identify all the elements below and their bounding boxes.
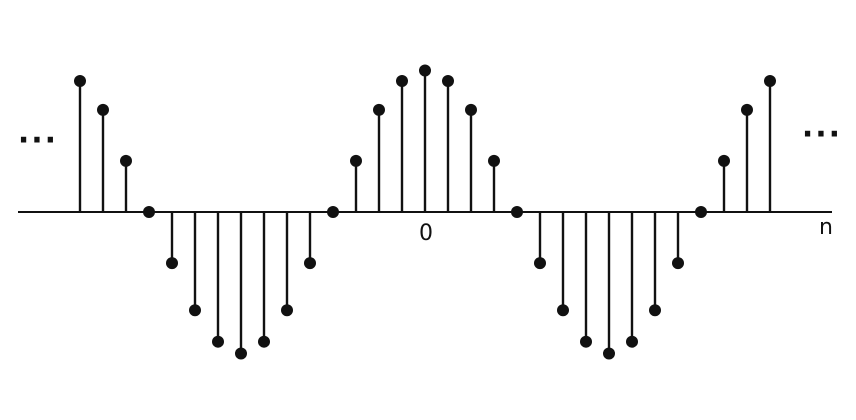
stem-point — [350, 154, 362, 167]
stem-point — [166, 257, 178, 270]
stem-point — [534, 257, 546, 270]
stem-point — [258, 335, 270, 348]
stem-point — [764, 75, 776, 87]
right-ellipsis: ··· — [802, 117, 842, 152]
stem-point — [442, 75, 454, 87]
stem-point — [327, 206, 339, 218]
stem-point — [419, 64, 431, 77]
stem-point — [281, 304, 293, 317]
stem-point — [212, 335, 224, 348]
stem-point — [74, 75, 86, 87]
left-ellipsis: ··· — [18, 123, 58, 158]
stem-point — [557, 304, 569, 317]
stem-point — [396, 75, 408, 87]
stem-point — [373, 103, 385, 116]
stem-point — [488, 154, 500, 167]
stem-point — [143, 206, 155, 218]
stem-point — [304, 257, 316, 270]
stem-point — [741, 103, 753, 116]
stem-point — [465, 103, 477, 116]
stem-point — [695, 206, 707, 218]
origin-label: 0 — [419, 221, 433, 246]
stem-point — [718, 154, 730, 167]
stem-point — [580, 335, 592, 348]
stem-point — [672, 257, 684, 270]
stem-point — [603, 347, 615, 360]
x-axis-label: n — [819, 215, 833, 240]
stem-point — [189, 304, 201, 317]
stem-point — [511, 206, 523, 218]
stem-series — [74, 64, 776, 360]
stem-point — [97, 103, 109, 116]
stem-point — [649, 304, 661, 317]
stem-point — [626, 335, 638, 348]
stem-point — [120, 154, 132, 167]
stem-point — [235, 347, 247, 360]
